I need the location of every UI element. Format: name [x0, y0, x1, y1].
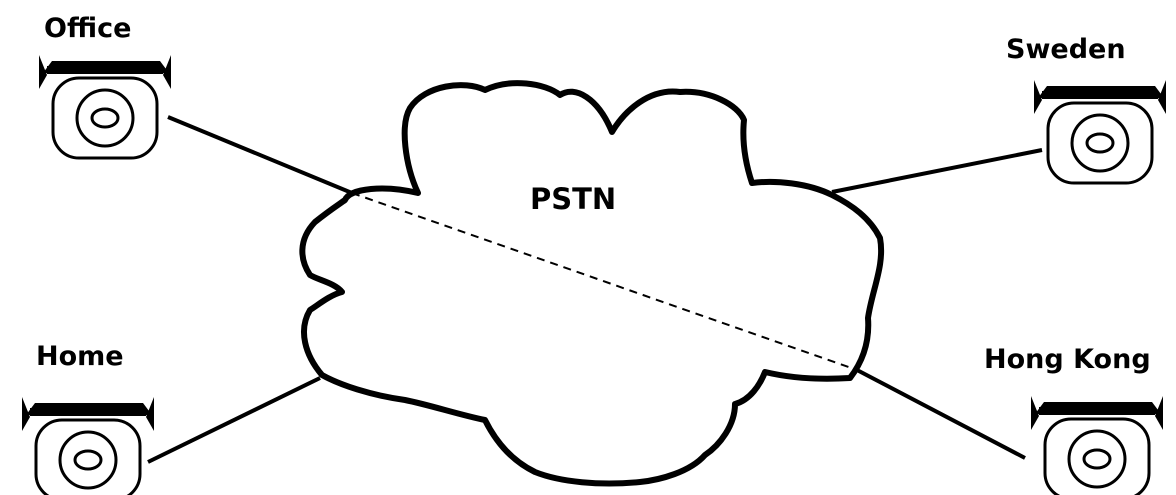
sweden-label: Sweden: [1006, 34, 1126, 65]
link-office: [167, 115, 353, 195]
home-telephone-icon: [20, 395, 156, 495]
call-path: [351, 192, 858, 371]
pstn-cloud-icon: [299, 80, 885, 487]
link-sweden: [831, 148, 1043, 194]
pstn-label: PSTN: [530, 182, 617, 216]
office-telephone-icon: [37, 53, 173, 160]
sweden-telephone-icon: [1032, 78, 1168, 185]
home-label: Home: [36, 341, 124, 372]
office-label: Office: [44, 13, 132, 44]
link-hong-kong: [856, 368, 1026, 460]
hong-kong-label: Hong Kong: [984, 344, 1151, 375]
link-home: [147, 376, 321, 464]
hong-kong-telephone-icon: [1029, 394, 1165, 495]
